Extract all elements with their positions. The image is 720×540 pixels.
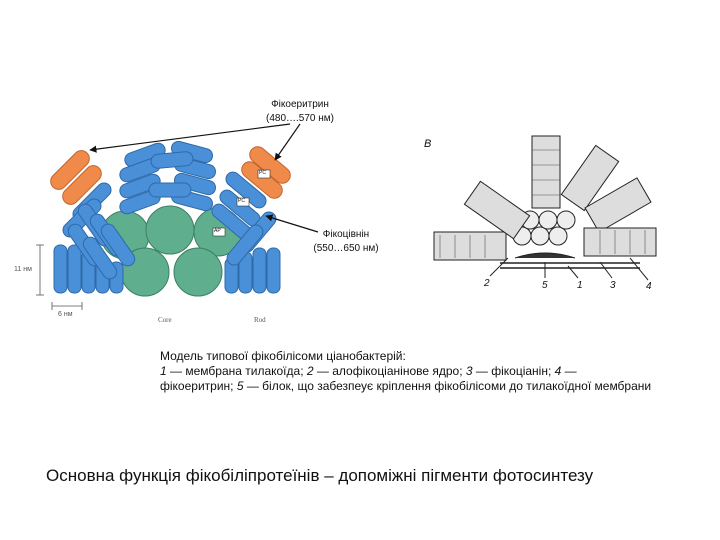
label-phycocyanin: Фікоцівнін (550…650 нм) — [306, 228, 386, 256]
arrow-phycoerythrin-left — [89, 123, 291, 153]
label-phycoerythrin: Фікоеритрин (480….570 нм) — [250, 98, 350, 126]
caption-text-3: — фікоціанін; — [472, 364, 555, 378]
dimension-height — [36, 244, 44, 296]
caption-num-4: 4 — [554, 364, 562, 378]
phycocyanin-rods-top — [119, 140, 217, 215]
tag-pc: PC — [238, 198, 245, 204]
diagram-b-num-2: 2 — [484, 278, 490, 289]
caption-text-1: — мембрана тилакоїда; — [166, 364, 307, 378]
phycocyanin-rods-left — [62, 182, 136, 280]
caption-legend: 1 — мембрана тилакоїда; 2 — алофікоціані… — [160, 364, 680, 379]
figure-caption: Модель типової фікобілісоми ціанобактері… — [160, 349, 680, 394]
phycoerythrin-caps — [50, 146, 291, 205]
caption-legend-cont: фікоеритрин; 5 — білок, що забезпеує крі… — [160, 379, 660, 394]
tag-ap: AP — [214, 228, 221, 234]
dimension-height-label: 11 нм — [14, 266, 32, 273]
caption-num-3: 3 — [465, 364, 473, 378]
pc-tag-box — [236, 197, 250, 207]
caption-num-5: 5 — [236, 379, 244, 393]
caption-text-4b: фікоеритрин; — [160, 379, 237, 393]
phycobilisome-model-b — [433, 135, 657, 281]
tag-pc: PC — [259, 170, 266, 176]
label-core: Core — [158, 316, 172, 324]
caption-text-4: — — [561, 364, 577, 378]
caption-title: Модель типової фікобілісоми ціанобактері… — [160, 349, 406, 363]
label-rod: Rod — [254, 316, 266, 324]
label-phycoerythrin-name: Фікоеритрин — [271, 99, 329, 110]
caption-text-5: — білок, що забезпеує кріплення фікобілі… — [243, 379, 652, 393]
diagram-b-num-3: 3 — [610, 280, 616, 291]
diagram-b-num-4: 4 — [646, 281, 652, 292]
diagram-b-num-1: 1 — [577, 280, 583, 291]
phycocyanin-rods-right — [211, 171, 277, 266]
diagram-b-num-5: 5 — [542, 280, 548, 291]
caption-text-2: — алофікоціанінове ядро; — [313, 364, 466, 378]
ap-tag-box — [212, 227, 226, 237]
main-statement: Основна функція фікобіліпротеїнів – допо… — [46, 466, 594, 485]
arrow-phycocyanin — [265, 214, 319, 233]
dimension-width — [51, 302, 83, 310]
label-phycocyanin-name: Фікоцівнін — [322, 229, 370, 240]
label-phycoerythrin-range: (480….570 нм) — [266, 113, 334, 124]
caption-num-1: 1 — [160, 364, 167, 378]
caption-num-2: 2 — [306, 364, 314, 378]
pc-tag-box — [257, 169, 271, 179]
dimension-width-label: 6 нм — [58, 311, 73, 318]
arrow-phycoerythrin-right — [274, 123, 301, 161]
diagram-b-letter: B — [424, 138, 432, 150]
label-phycocyanin-range: (550…650 нм) — [313, 243, 379, 254]
